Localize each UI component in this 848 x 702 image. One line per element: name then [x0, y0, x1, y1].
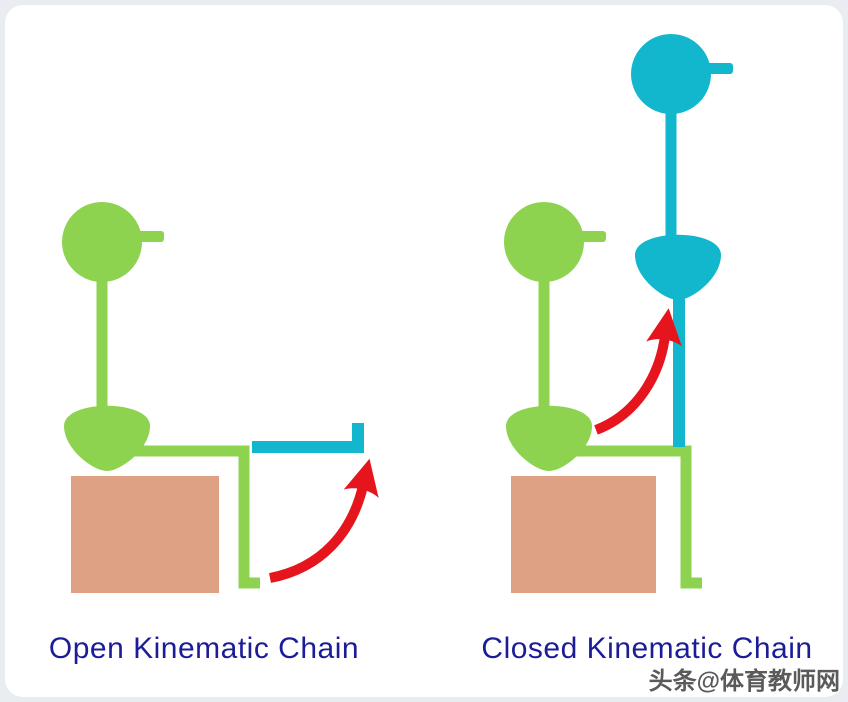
bench — [511, 476, 656, 593]
standing-head-nub — [705, 63, 733, 74]
thigh-and-shank — [122, 445, 260, 589]
motion-arrow — [594, 308, 682, 435]
open-chain-figure — [62, 202, 379, 593]
head — [62, 202, 142, 282]
standing-head — [631, 34, 711, 114]
head — [504, 202, 584, 282]
closed-chain-figure — [504, 34, 733, 593]
bench — [71, 476, 219, 593]
motion-arrow — [268, 458, 379, 583]
standing-pelvis — [635, 234, 721, 300]
watermark: 头条@体育教师网 — [648, 668, 840, 695]
head-nub — [578, 231, 606, 242]
head-nub — [136, 231, 164, 242]
pelvis — [64, 405, 150, 471]
open-chain-label: Open Kinematic Chain — [48, 632, 360, 665]
thigh-and-shank — [564, 445, 702, 589]
closed-chain-label: Closed Kinematic Chain — [481, 632, 813, 665]
extended-lower-leg — [252, 423, 364, 453]
pelvis — [506, 405, 592, 471]
